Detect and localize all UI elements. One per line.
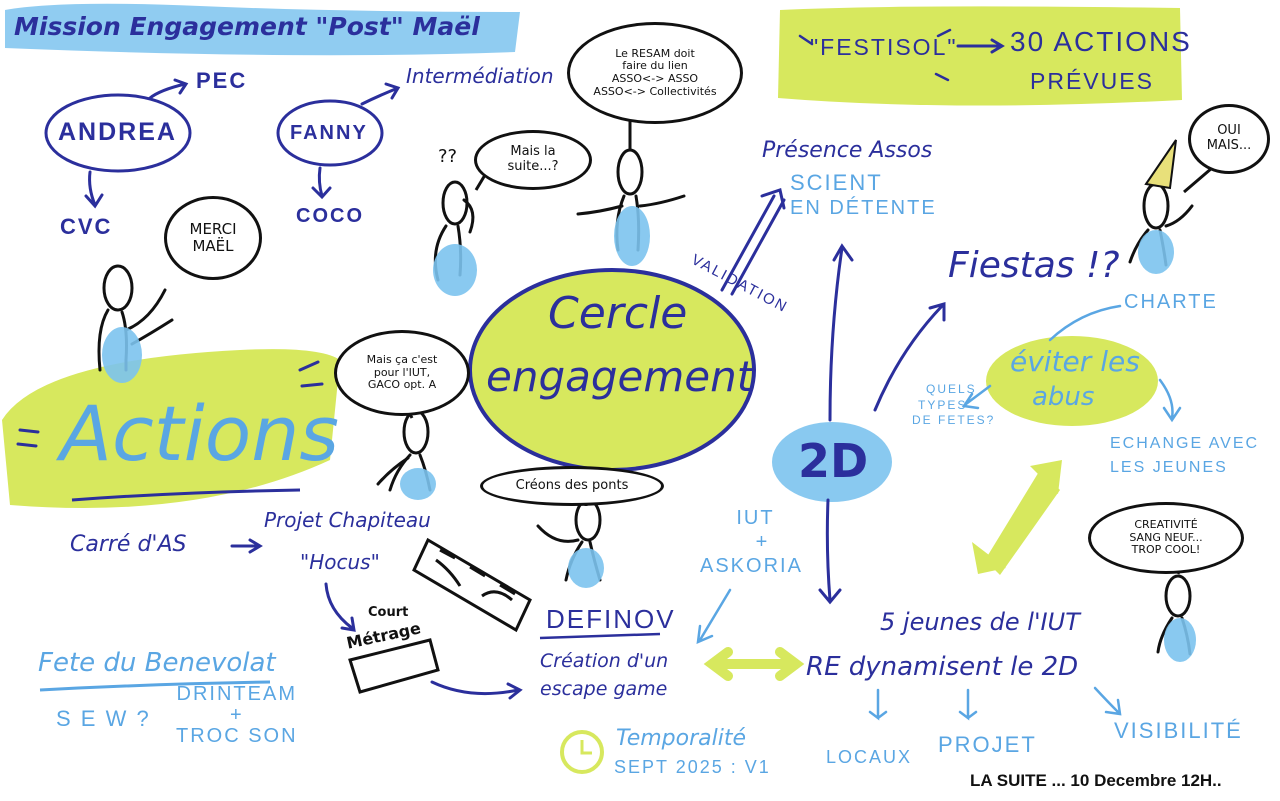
chapiteau-line1: Projet Chapiteau — [264, 508, 431, 532]
clock-icon — [560, 730, 604, 774]
center-title-line1: Cercle — [548, 288, 688, 339]
coco-label: COCO — [296, 205, 364, 227]
definov-label: DEFINOV — [546, 604, 676, 634]
carre-label: Carré d'AS — [70, 532, 187, 557]
intermediation-label: Intermédiation — [406, 64, 554, 88]
benevolat-label: Fete du Benevolat — [38, 648, 276, 678]
temporalite-line1: Temporalité — [616, 726, 747, 751]
quels-types: QUELS TYPES DE FETES? — [912, 382, 996, 428]
actions-highlight — [2, 349, 340, 508]
pec-label: PEC — [196, 68, 248, 93]
andrea-circle — [44, 93, 192, 173]
page-title: Mission Engagement "Post" Maël — [14, 12, 480, 41]
la-suite-label: LA SUITE ... 10 Decembre 12H.. — [970, 771, 1222, 790]
title-highlight — [5, 3, 520, 56]
cvc-label: CVC — [60, 214, 113, 239]
ponts-bubble: Créons des ponts — [480, 466, 664, 506]
actions-label: Actions — [60, 389, 339, 478]
sew-label: S E W ? — [56, 706, 151, 731]
redynamisent-label: RE dynamisent le 2D — [806, 652, 1079, 682]
presence-line3: EN DÉTENTE — [790, 197, 937, 219]
film-strip-icon — [348, 537, 532, 694]
center-title-line2: engagement — [486, 352, 754, 401]
iut-askoria: IUT + ASKORIA — [700, 507, 803, 577]
double-arrow-highlight — [985, 470, 1060, 575]
court-metrage-line1: Court — [368, 605, 409, 620]
escape-line2: escape game — [540, 678, 668, 700]
abus-line1: éviter les — [1010, 345, 1140, 378]
festisol-prevues: PRÉVUES — [1030, 68, 1154, 94]
question-marks: ?? — [438, 146, 458, 167]
party-hat-icon — [1144, 139, 1177, 190]
festisol-actions: 30 ACTIONS — [1010, 26, 1192, 57]
chapiteau-line2: "Hocus" — [300, 550, 380, 574]
abus-line2: abus — [1032, 382, 1095, 412]
charte-label: CHARTE — [1124, 291, 1218, 313]
fanny-circle — [276, 99, 384, 167]
fanny-label: FANNY — [290, 122, 368, 144]
festisol-label: "FESTISOL" — [810, 34, 958, 60]
escape-line1: Création d'un — [540, 650, 669, 672]
visibilite-label: VISIBILITÉ — [1114, 718, 1243, 743]
two-d-highlight — [772, 422, 892, 502]
horizontal-double-arrow — [703, 647, 805, 681]
presence-line1: Présence Assos — [762, 138, 933, 163]
abus-highlight — [986, 336, 1158, 426]
locaux-label: LOCAUX — [826, 747, 913, 767]
echange-label: ECHANGE AVEC LES JEUNES — [1110, 435, 1260, 476]
andrea-label: ANDREA — [58, 118, 177, 146]
festisol-highlight — [778, 6, 1182, 106]
drinteam-label: DRINTEAM + TROC SON — [176, 683, 298, 747]
temporalite-line2: SEPT 2025 : V1 — [614, 757, 771, 777]
two-d-label: 2D — [798, 434, 869, 488]
projet-label: PROJET — [938, 732, 1037, 757]
fiestas-label: Fiestas !? — [948, 245, 1120, 286]
presence-line2: SCIENT — [790, 170, 883, 195]
jeunes-label: 5 jeunes de l'IUT — [880, 608, 1080, 636]
